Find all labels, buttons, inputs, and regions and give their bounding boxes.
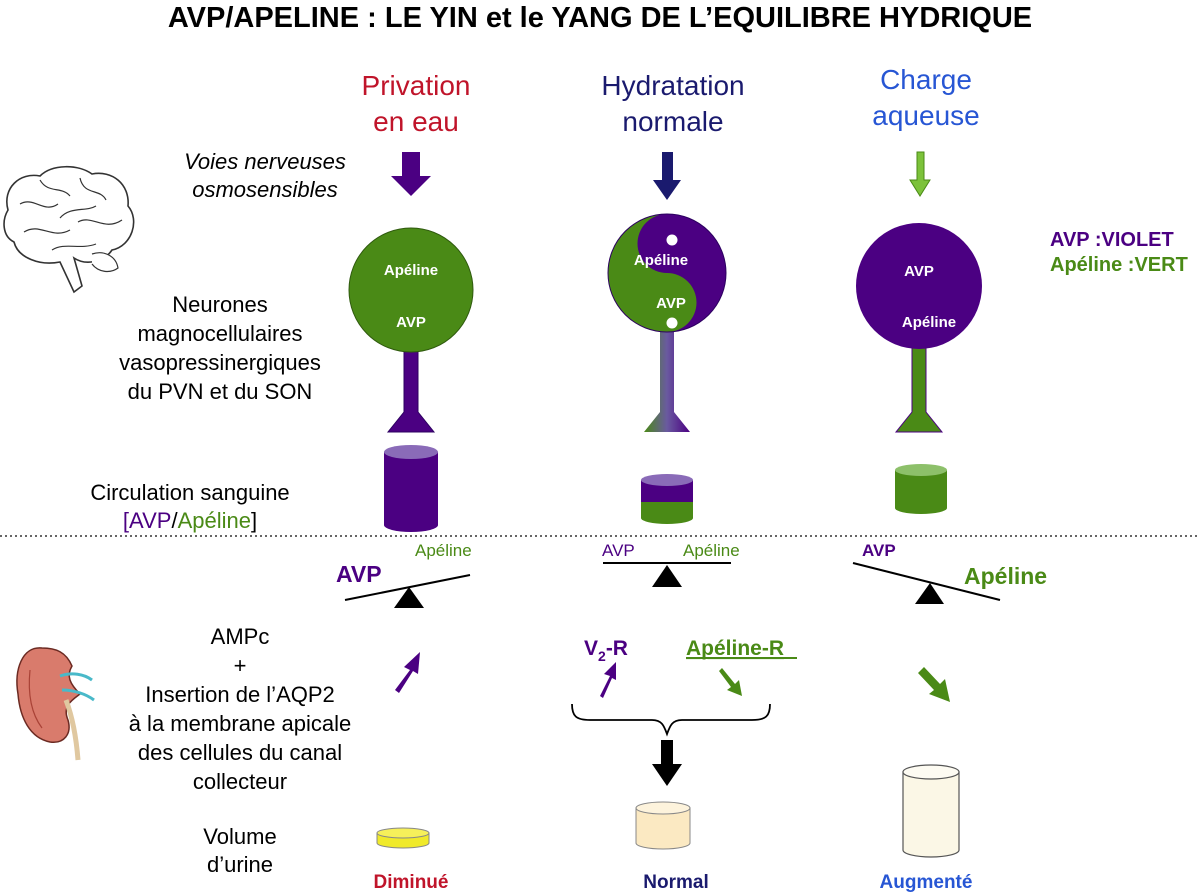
down-arrow-icon xyxy=(653,152,681,200)
kidney-icon xyxy=(16,647,95,761)
label-line: collecteur xyxy=(192,769,288,794)
label-ampc: AMPc + Insertion de l’AQP2 à la membrane… xyxy=(100,622,380,796)
urine-cylinder xyxy=(902,771,960,858)
balance-left-label: AVP xyxy=(602,541,635,560)
condition-line: normale xyxy=(622,106,724,137)
page-title: AVP/APELINE : LE YIN et le YANG DE L’EQU… xyxy=(167,2,1033,34)
balance-fulcrum xyxy=(652,565,682,587)
condition-line: Hydratation xyxy=(601,70,745,101)
balance-left-label: AVP xyxy=(862,541,896,560)
down-arrow-icon xyxy=(391,152,431,196)
yang-dot xyxy=(666,317,678,329)
down-right-arrow-icon xyxy=(918,667,950,702)
v2r-label: V2-R xyxy=(584,637,628,664)
label-line: vasopressinergiques xyxy=(119,350,321,375)
brain-icon xyxy=(3,165,135,294)
bracket: ] xyxy=(250,508,258,533)
neuron-label-bottom: Apéline xyxy=(902,314,956,331)
blood-cylinder-top xyxy=(895,464,947,476)
neuron-label-top: Apéline xyxy=(634,252,688,269)
blood-cylinder-top xyxy=(641,474,693,486)
blood-cylinder-top xyxy=(384,445,438,459)
legend-avp: AVP :VIOLET xyxy=(1050,229,1174,251)
label-neurones: Neurones magnocellulaires vasopressinerg… xyxy=(100,290,340,406)
condition-line: Privation xyxy=(361,70,471,101)
up-arrow-icon xyxy=(395,652,420,693)
label-line: Neurones xyxy=(172,292,268,317)
neuron-soma-yinyang xyxy=(608,214,726,332)
urine-cylinder-top xyxy=(376,827,430,839)
label-line: + xyxy=(233,653,247,678)
label-line: osmosensibles xyxy=(192,177,338,202)
label-line: Volume xyxy=(203,824,277,849)
blood-cylinder xyxy=(895,470,947,514)
balance-right-label: Apéline xyxy=(415,541,472,560)
label-line: Insertion de l’AQP2 xyxy=(145,682,335,707)
condition-line: Charge xyxy=(880,64,972,95)
v2r-subscript: 2 xyxy=(598,648,606,664)
condition-charge: Charge aqueuse xyxy=(806,62,1046,134)
label-line: Voies nerveuses xyxy=(184,149,346,174)
condition-privation: Privation en eau xyxy=(296,68,536,140)
label-volume: Volume d’urine xyxy=(160,823,320,879)
outcome-label: Augmenté xyxy=(880,872,973,893)
balance-left-label: AVP xyxy=(336,561,382,587)
brace xyxy=(571,703,771,737)
bracket: [ xyxy=(122,508,130,533)
urine-cylinder-top xyxy=(902,764,960,780)
balance-right-label: Apéline xyxy=(683,541,740,560)
neuron-label-top: Apéline xyxy=(384,262,438,279)
label-line: d’urine xyxy=(206,852,274,877)
label-line: magnocellulaires xyxy=(137,321,303,346)
blood-avp-part xyxy=(641,480,693,502)
urine-cylinder xyxy=(635,807,691,850)
down-arrow-icon xyxy=(652,740,682,786)
down-right-arrow-icon xyxy=(719,668,742,696)
balance-beam xyxy=(852,562,1001,601)
neuron-label-top: AVP xyxy=(904,263,934,280)
column-privation: Apéline AVP AVP Apéline Diminué xyxy=(336,152,474,893)
yin-dot xyxy=(666,234,678,246)
blood-apeline-part xyxy=(641,502,693,524)
label-line: AMPc xyxy=(210,624,270,649)
balance-fulcrum xyxy=(915,583,944,604)
blood-cylinder xyxy=(384,452,438,532)
label-line: Circulation sanguine xyxy=(90,480,290,505)
up-arrow-icon xyxy=(600,662,616,698)
balance-fulcrum xyxy=(394,587,424,608)
label-line: des cellules du canal xyxy=(137,740,343,765)
legend-apeline: Apéline :VERT xyxy=(1050,254,1188,276)
down-arrow-icon xyxy=(909,151,931,197)
balance-beam xyxy=(344,574,471,601)
conc-apeline: Apéline xyxy=(177,508,251,533)
apeline-r-label: Apéline-R xyxy=(686,637,784,660)
label-line: du PVN et du SON xyxy=(127,379,313,404)
slash: / xyxy=(171,508,178,533)
condition-line: en eau xyxy=(373,106,459,137)
neuron-label-bottom: AVP xyxy=(656,295,686,312)
v2r-suffix: -R xyxy=(606,637,628,660)
column-hydratation: Apéline AVP AVP Apéline V2-R Apéline-R N… xyxy=(571,152,797,893)
v2r-main: V xyxy=(584,637,598,660)
neuron-soma xyxy=(856,223,982,349)
label-concentration: [AVP/Apéline] xyxy=(40,507,340,535)
label-circulation: Circulation sanguine [AVP/Apéline] xyxy=(40,479,340,535)
outcome-label: Diminué xyxy=(374,872,449,893)
column-charge: AVP Apéline AVP Apéline Augmenté xyxy=(852,151,1047,893)
condition-hydratation: Hydratation normale xyxy=(553,68,793,140)
label-line: à la membrane apicale xyxy=(128,711,352,736)
neuron-label-bottom: AVP xyxy=(396,314,426,331)
axon-stem xyxy=(644,328,690,432)
condition-line: aqueuse xyxy=(872,100,980,131)
balance-right-label: Apéline xyxy=(964,563,1047,589)
outcome-label: Normal xyxy=(643,872,708,893)
conc-avp: AVP xyxy=(129,508,172,533)
neuron-soma xyxy=(348,227,474,353)
label-voies: Voies nerveuses osmosensibles xyxy=(140,148,390,204)
urine-cylinder-top xyxy=(635,801,691,815)
